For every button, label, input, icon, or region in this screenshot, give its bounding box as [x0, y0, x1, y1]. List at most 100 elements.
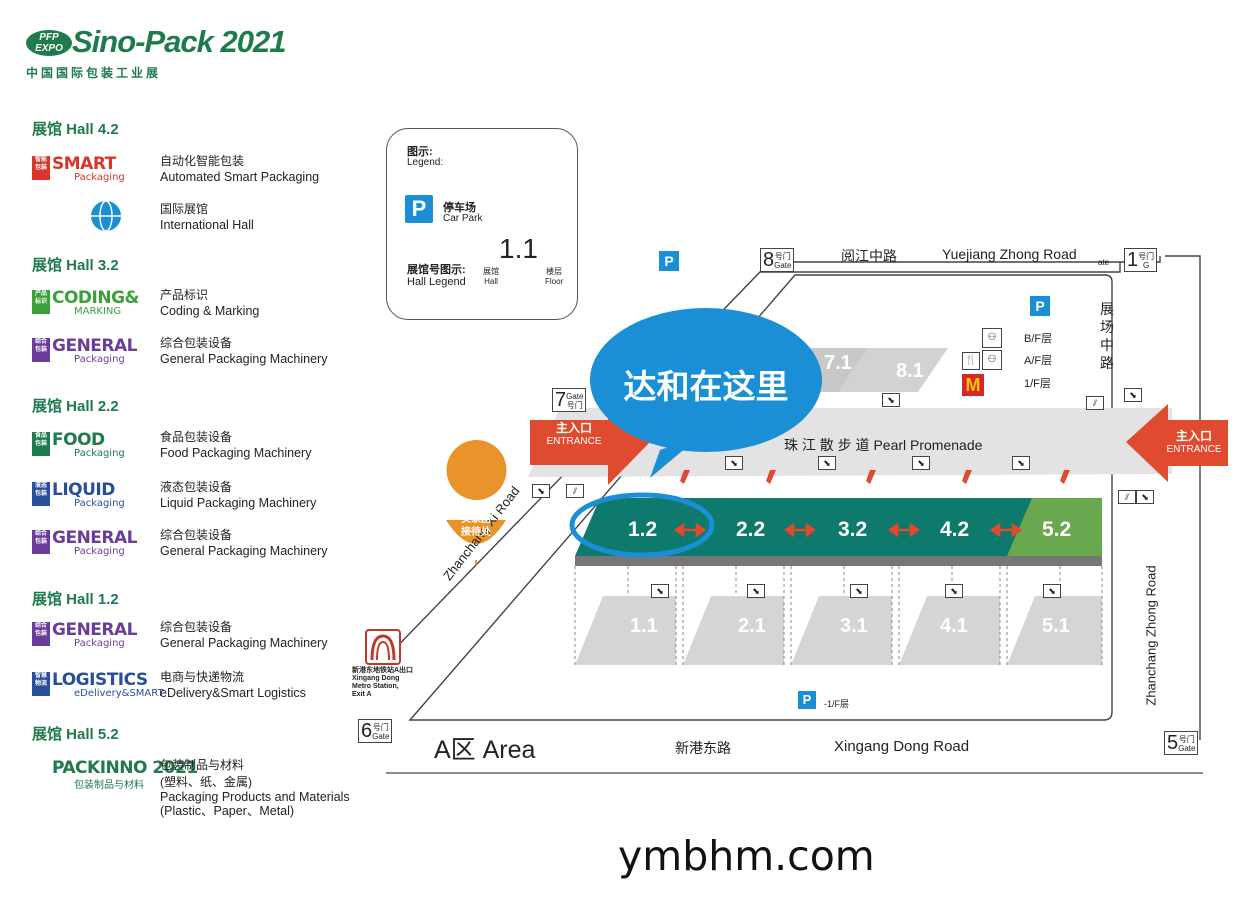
site-boundary	[408, 274, 1113, 721]
hall-group-title: 展馆 Hall 2.2	[32, 398, 119, 415]
legend-sample-number: 1.1	[499, 233, 538, 264]
category-name-zh: 产品标识	[160, 288, 209, 302]
callout-text: 达和在这里	[623, 367, 789, 406]
hall-5-1-label[interactable]: 5.1	[1042, 615, 1070, 637]
category-name-zh: 自动化智能包装	[160, 154, 245, 168]
category-name-zh: 综合包装设备	[160, 336, 233, 350]
hall-4-1-label[interactable]: 4.1	[940, 615, 968, 637]
escalator-icon: ⬊	[747, 584, 765, 598]
hall-connectors	[673, 522, 1023, 538]
category-name-zh: 综合包装设备	[160, 620, 233, 634]
reception-pin	[446, 520, 506, 544]
hall-3-2-label[interactable]: 3.2	[838, 518, 868, 541]
hall-1-1-label[interactable]: 1.1	[630, 615, 658, 637]
category-name-zh: 电商与快递物流	[160, 670, 245, 684]
hall-3-1-label[interactable]: 3.1	[840, 615, 868, 637]
category-name-en: Packaging Products and Materials (Plasti…	[160, 790, 350, 818]
metro-exit-label: 新港东地铁站A出口 Xingang Dong Metro Station, Ex…	[352, 667, 414, 698]
road-right-en: Zhanchang Zhong Road	[1143, 565, 1159, 706]
stairs-icon: ⫽	[1118, 490, 1136, 504]
road-bottom-en: Xingang Dong Road	[834, 738, 970, 755]
category-name-en: Automated Smart Packaging	[160, 170, 320, 184]
mcdonalds-icon: M	[962, 374, 984, 396]
logo-name: Sino-Pack 2021	[72, 24, 286, 59]
hall-2-2-label[interactable]: 2.2	[736, 518, 766, 541]
legend-parking-en: Car Park	[443, 213, 483, 224]
pearl-promenade-label: 珠 江 散 步 道 Pearl Promenade	[784, 437, 983, 453]
legend-hall-en: Hall Legend	[407, 276, 466, 288]
category-name-zh: 国际展馆	[160, 202, 209, 216]
hall-2-1-label[interactable]: 2.1	[738, 615, 766, 637]
gate-label-fragment: ate	[1098, 258, 1110, 267]
escalator-icon: ⬊	[850, 584, 868, 598]
escalator-icon: ⬊	[725, 456, 743, 470]
area-label: A区 Area	[434, 736, 536, 764]
parking-icon: P	[405, 195, 433, 223]
hall-group-title: 展馆 Hall 1.2	[32, 591, 119, 608]
entrance-arrow-right	[1126, 404, 1228, 482]
hall-5-2-label[interactable]: 5.2	[1042, 518, 1072, 541]
category-name-en: eDelivery&Smart Logistics	[160, 686, 306, 700]
basement-floor-label: -1/F层	[824, 699, 850, 709]
stairs-icon: ⫽	[1086, 396, 1104, 410]
people-icon: ⚇	[982, 328, 1002, 348]
parking-icon-basement: P	[798, 691, 816, 709]
metro-icon	[365, 629, 401, 665]
category-name-zh: 液态包装设备	[160, 480, 233, 494]
category-logo-icon	[32, 200, 132, 234]
entry-arrows	[680, 470, 1070, 484]
road-top-zh: 阅江中路	[841, 248, 897, 264]
category-name-en: General Packaging Machinery	[160, 544, 328, 558]
food-court-icons: ⚇ ⚇ 🍴 M	[962, 328, 1018, 398]
floor-label-bf: B/F层	[1024, 333, 1053, 345]
parking-icon-top: P	[659, 251, 679, 271]
category-name-en: Coding & Marking	[160, 304, 260, 318]
escalator-icon: ⬊	[912, 456, 930, 470]
floor-label-af: A/F层	[1024, 355, 1053, 367]
hall-1-2-label[interactable]: 1.2	[628, 518, 658, 541]
escalator-icon: ⬊	[882, 393, 900, 407]
hall-7-1-label[interactable]: 7.1	[824, 352, 852, 374]
reception-label: 协会/企业 买家团 接待处	[454, 501, 498, 538]
people-icon-2: ⚇	[982, 350, 1002, 370]
upper-halls	[575, 498, 1102, 566]
road-right-zh: 展 场 中 路	[1100, 301, 1114, 371]
category-name-en: Food Packaging Machinery	[160, 446, 312, 460]
floor-label-1f: 1/F层	[1024, 378, 1051, 390]
hall-4-2-label[interactable]: 4.2	[940, 518, 970, 541]
hall-group-title: 展馆 Hall 5.2	[32, 726, 119, 743]
escalator-icon: ⬊	[1043, 584, 1061, 598]
highlight-ring	[569, 492, 715, 558]
category-name-en: General Packaging Machinery	[160, 352, 328, 366]
parking-icon-right: P	[1030, 296, 1050, 316]
category-name-en: General Packaging Machinery	[160, 636, 328, 650]
legend-box: 图示: Legend: P 停车场 Car Park 展馆号图示: Hall L…	[386, 128, 578, 320]
road-bottom-zh: 新港东路	[675, 740, 731, 756]
hall-group-title: 展馆 Hall 4.2	[32, 121, 119, 138]
escalator-icon: ⬊	[818, 456, 836, 470]
escalator-icon: ⬊	[532, 484, 550, 498]
hall-8-1-label[interactable]: 8.1	[896, 360, 924, 382]
legend-parking-zh: 停车场	[443, 202, 476, 214]
escalator-icon: ⬊	[651, 584, 669, 598]
callout-bubble	[590, 308, 822, 452]
